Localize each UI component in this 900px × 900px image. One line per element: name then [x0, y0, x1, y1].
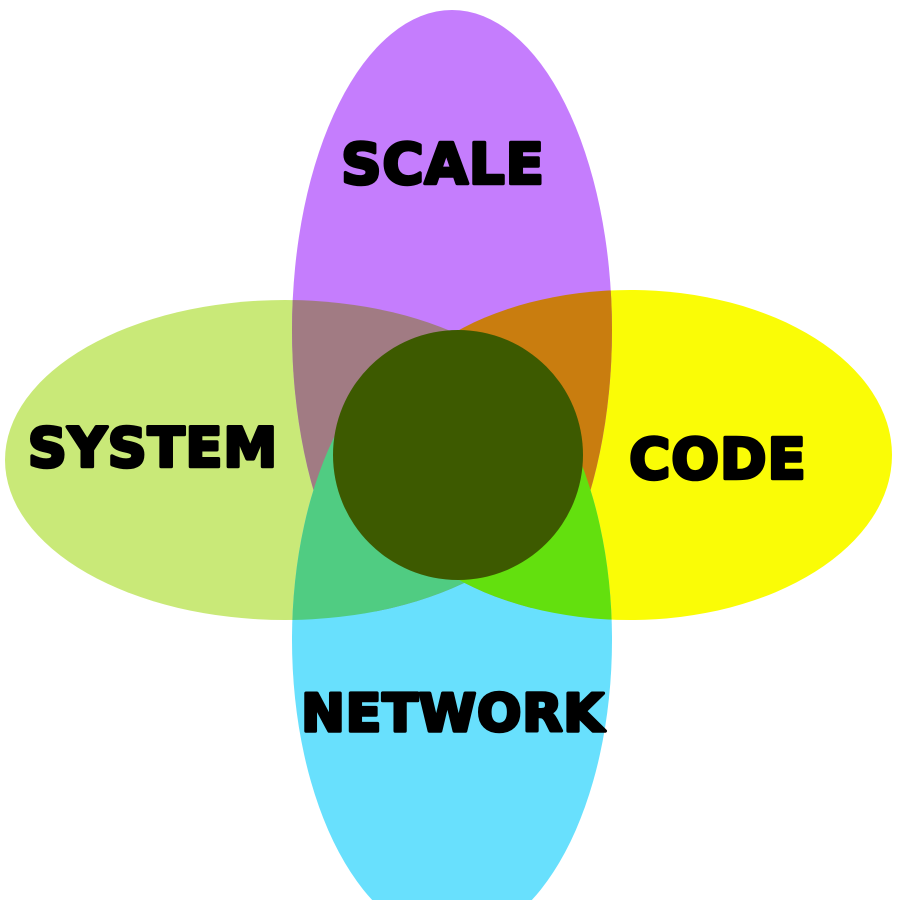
system-label: SYSTEM [28, 417, 278, 480]
scale-label: SCALE [341, 133, 545, 198]
network-label: NETWORK [301, 684, 605, 744]
code-label: CODE [629, 428, 806, 493]
center-overlap [333, 330, 583, 580]
